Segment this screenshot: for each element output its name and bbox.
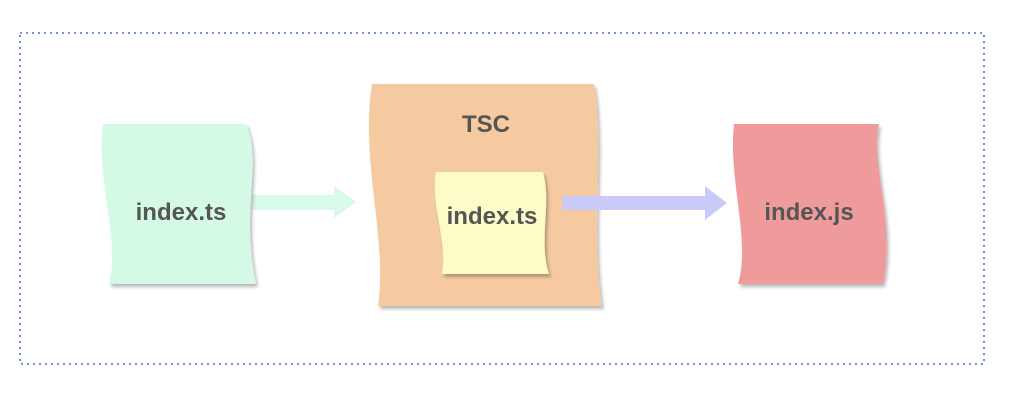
arrow-shaft xyxy=(562,196,707,210)
source-file-label: index.ts xyxy=(136,199,227,226)
compiler-label: TSC xyxy=(462,111,510,138)
arrow-source-to-compiler xyxy=(252,186,356,218)
arrow-compiler-to-output xyxy=(562,186,727,220)
source-file-node xyxy=(101,124,256,284)
diagram-frame xyxy=(19,32,985,365)
inner-file-label: index.ts xyxy=(447,203,538,230)
output-file-node xyxy=(732,124,887,284)
output-file-label: index.js xyxy=(764,199,853,226)
output-file-shape xyxy=(732,124,887,284)
inner-file-node xyxy=(434,172,549,274)
arrow-head xyxy=(334,186,356,218)
source-file-shape xyxy=(101,124,256,284)
arrow-head xyxy=(705,186,727,220)
inner-file-shape xyxy=(434,172,549,274)
arrow-shaft xyxy=(252,195,336,210)
